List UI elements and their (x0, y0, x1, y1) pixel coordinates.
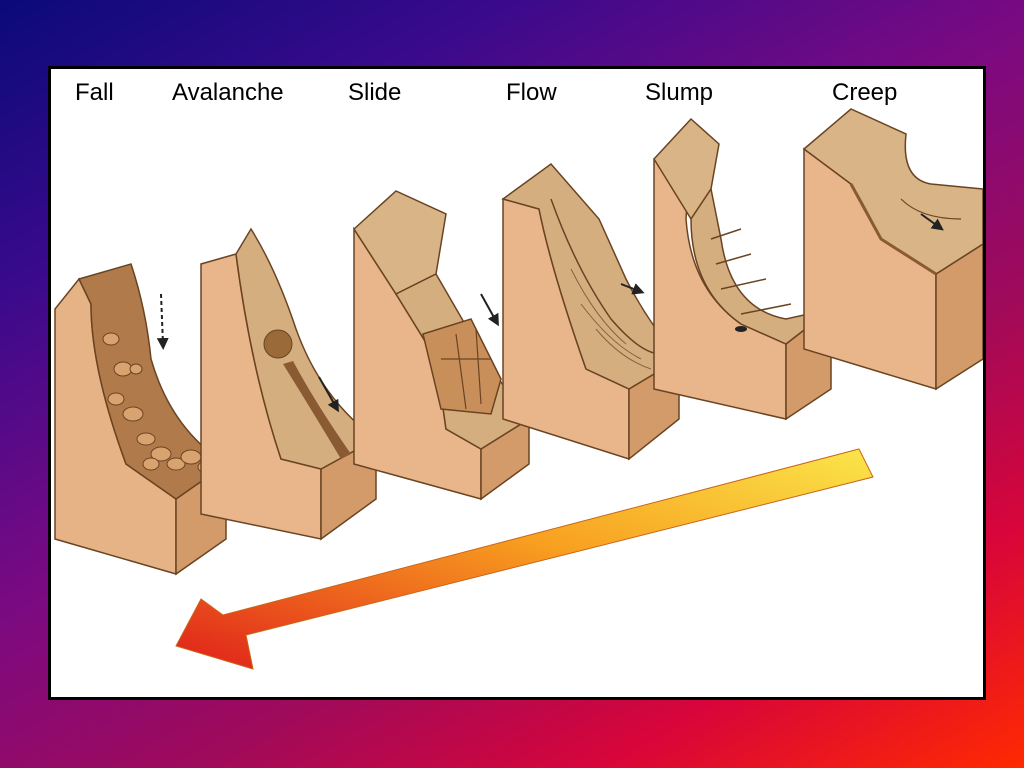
label-slump: Slump (645, 79, 714, 106)
label-flow: Flow (506, 79, 557, 106)
flow-block (501, 162, 681, 461)
fall-motion-arrow-icon (156, 293, 169, 350)
slide-motion-arrow-icon (480, 293, 499, 327)
diagram-frame: Fall Avalanche Slide Flow Slump Creep (48, 66, 986, 700)
slide-block (353, 190, 531, 501)
fall-block (54, 263, 228, 576)
flow-motion-arrow-icon (620, 283, 645, 295)
avalanche-motion-arrow-icon (318, 376, 339, 413)
creep-block (802, 108, 983, 391)
mass-wasting-diagram (54, 108, 983, 670)
avalanche-block (200, 227, 378, 541)
label-creep: Creep (832, 79, 898, 106)
label-avalanche: Avalanche (172, 79, 284, 106)
category-labels: Fall Avalanche Slide Flow Slump Creep (51, 79, 983, 109)
label-fall: Fall (75, 79, 114, 106)
slump-motion-arrow-icon (735, 326, 747, 332)
gradient-left-arrow-icon (175, 448, 874, 670)
label-slide: Slide (348, 79, 402, 106)
creep-motion-arrow-icon (920, 213, 944, 231)
